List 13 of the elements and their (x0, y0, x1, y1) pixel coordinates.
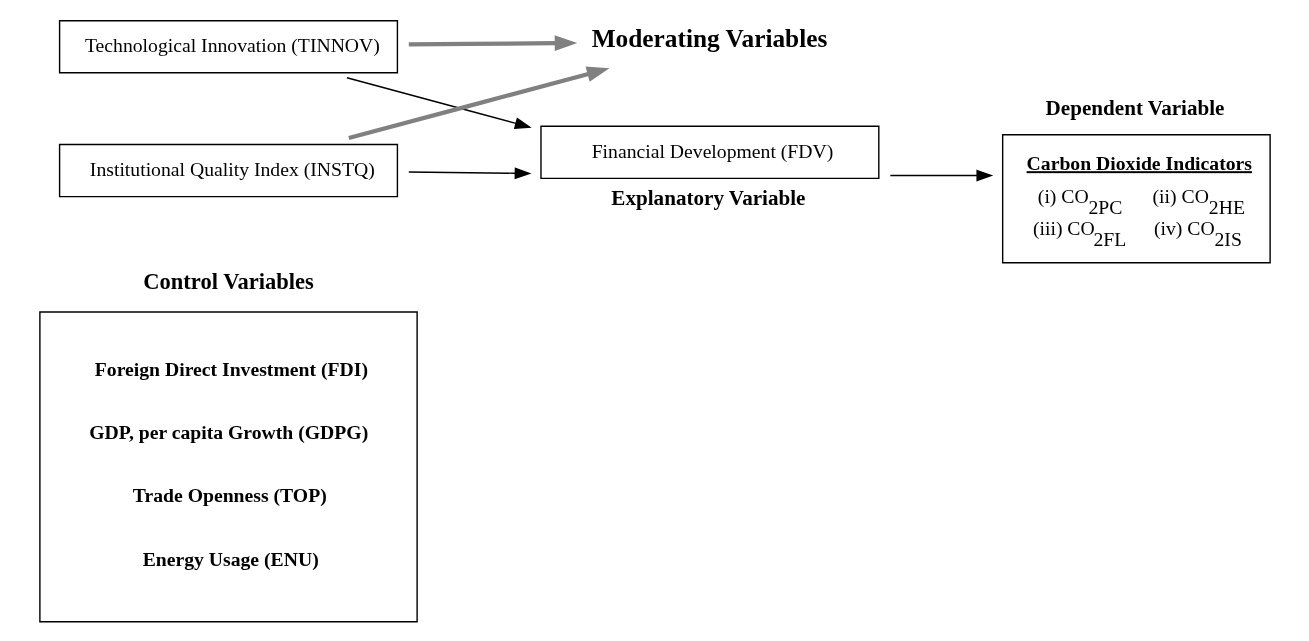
node-label: Explanatory Variable (610, 186, 805, 211)
arrow (889, 169, 993, 182)
node-label: Control Variables (142, 269, 314, 295)
arrow (407, 167, 532, 180)
arrow (345, 77, 532, 129)
node-box: Foreign Direct Investment (FDI) GDP, per capita Growth (GDPG) Trade Openness (TOP) Energy Usage (ENU) (38, 311, 418, 623)
node-text: Moderating Variables (591, 23, 827, 52)
node-box: Financial Development (FDV) (539, 125, 879, 180)
arrow (347, 66, 609, 141)
arrow (408, 35, 577, 52)
node-box: Institutional Quality Index (INSTQ) (58, 143, 398, 198)
node-box: Technological Innovation (TINNOV) (58, 20, 398, 74)
node-label: Dependent Variable (1045, 95, 1224, 120)
